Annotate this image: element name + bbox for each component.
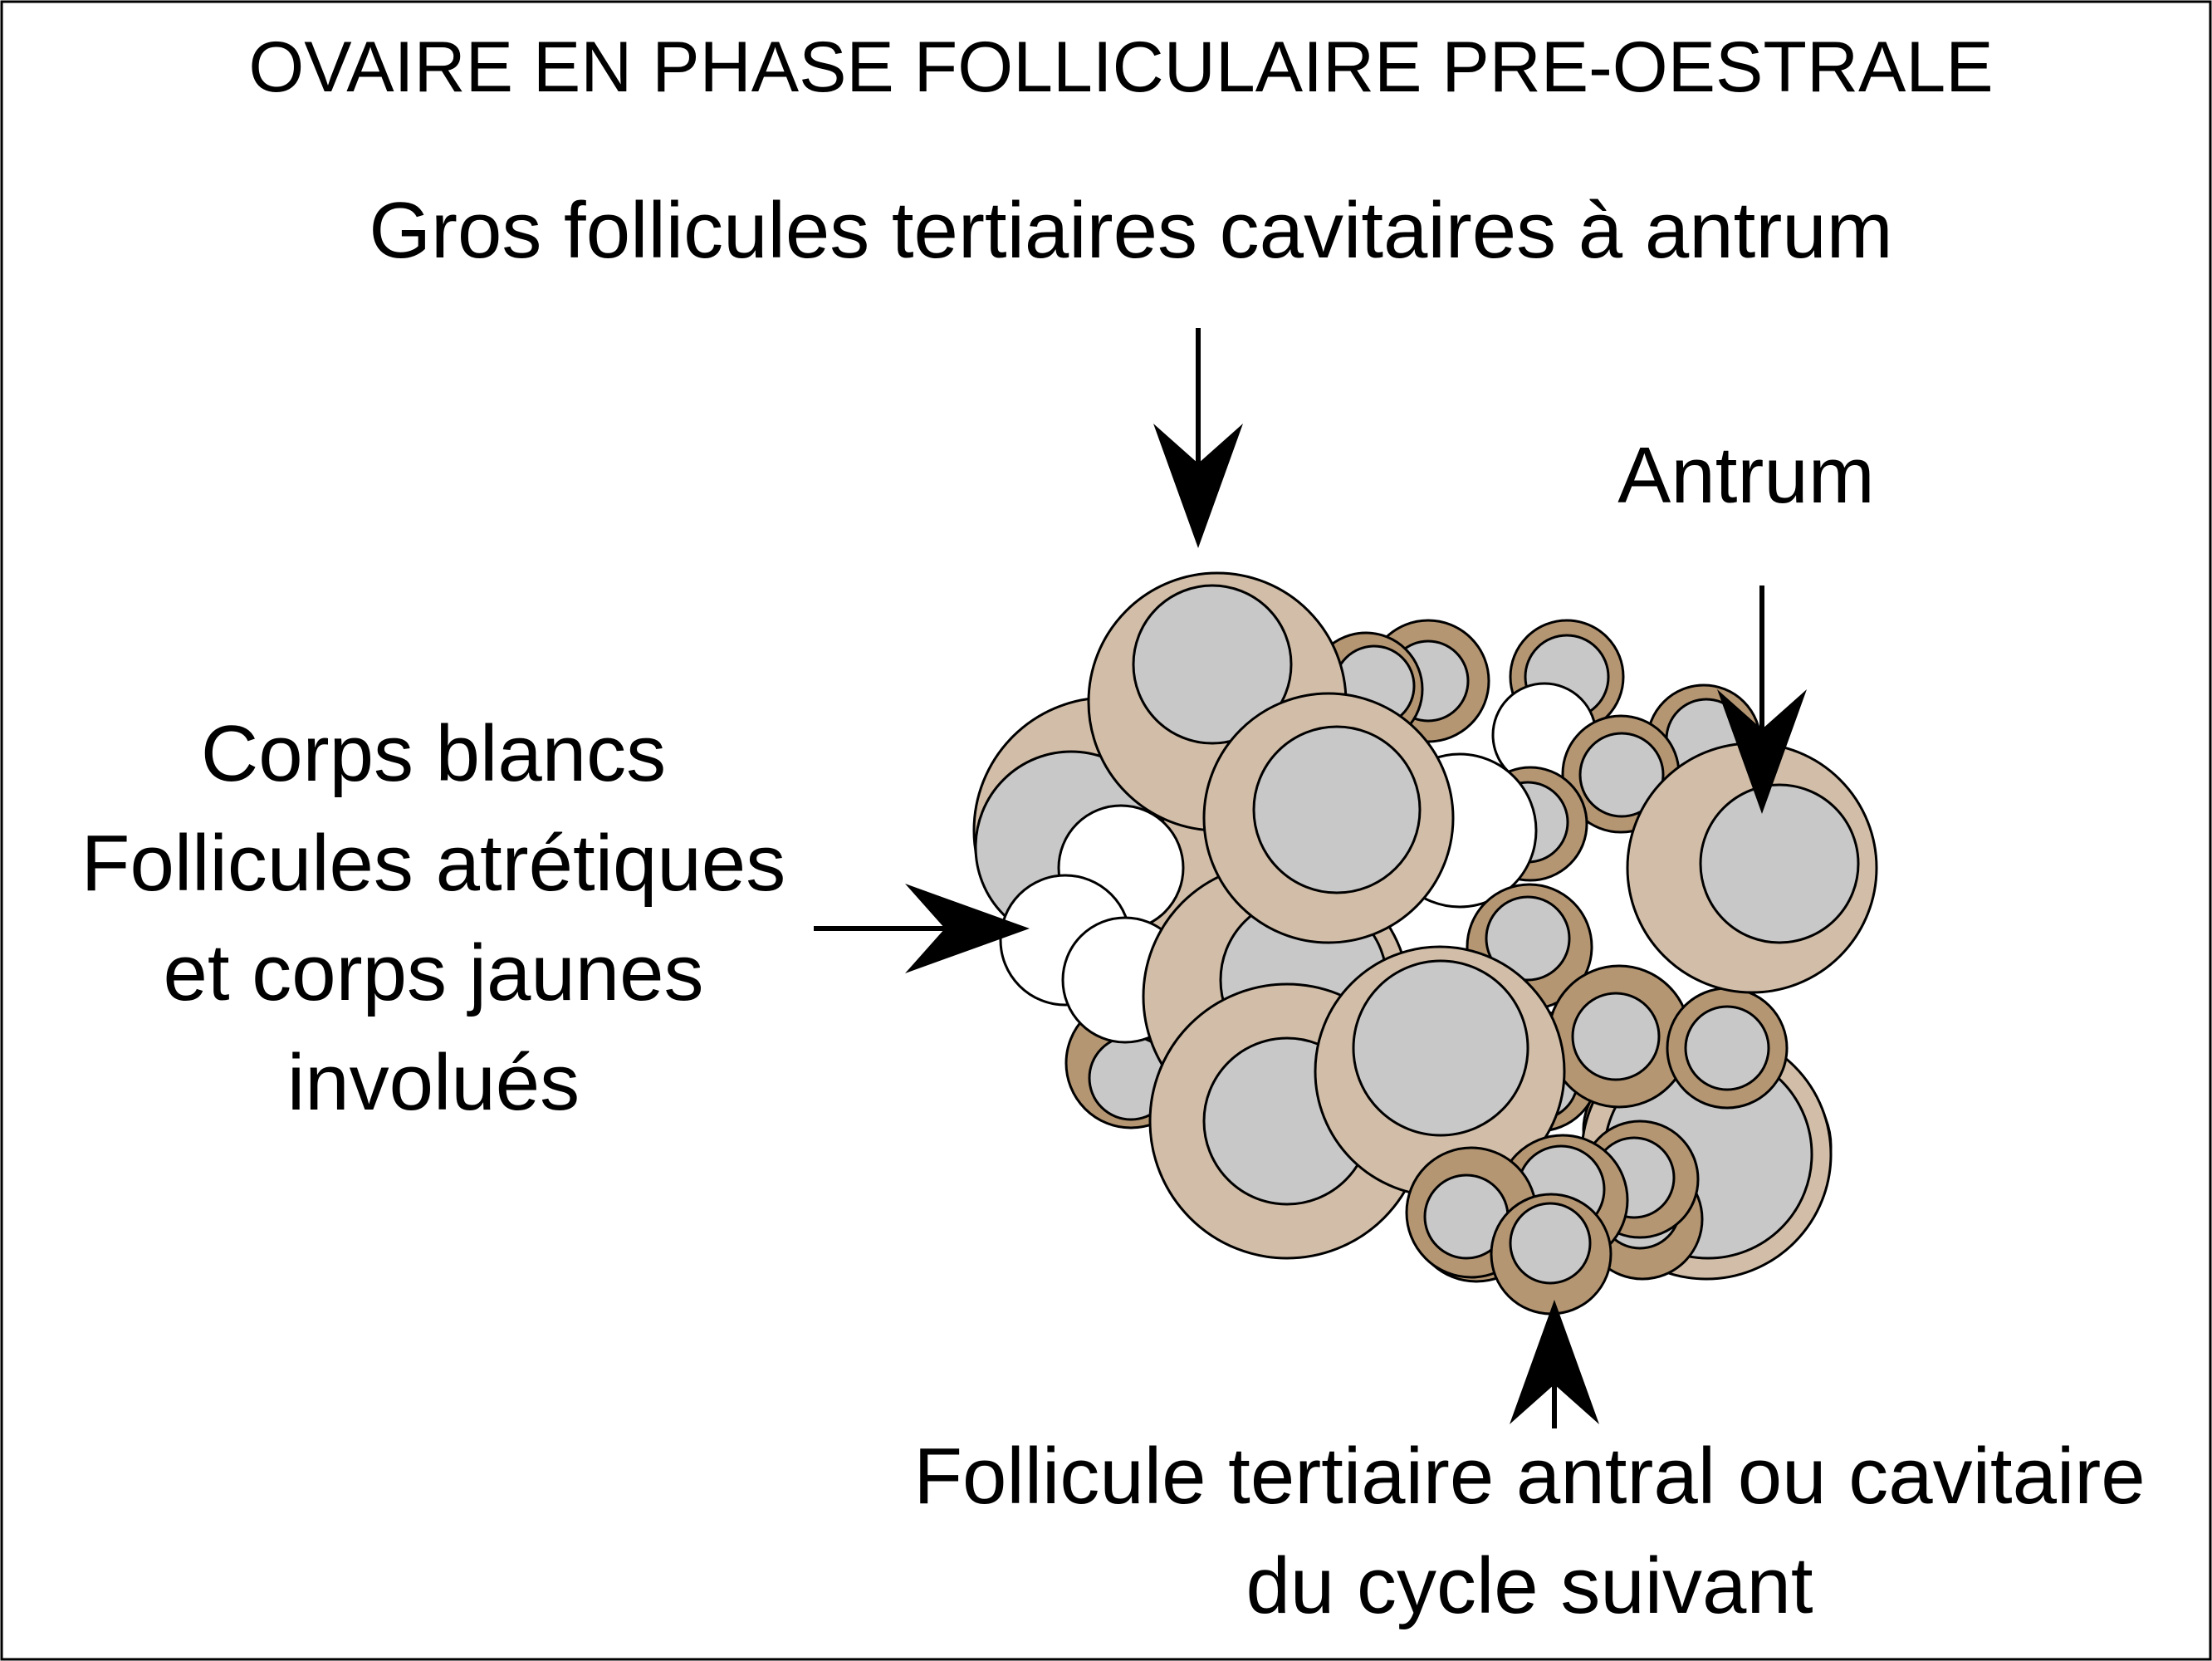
label-white-bodies-line-3: et corps jaunes (163, 928, 703, 1017)
follicle-antrum (1571, 992, 1661, 1081)
follicle-antrum (1132, 584, 1293, 745)
ovary-illustration (972, 571, 1878, 1316)
follicle-antrum (1252, 725, 1422, 894)
follicle-antrum (1684, 1005, 1770, 1091)
small-follicle (1666, 987, 1789, 1110)
small-follicle (1547, 964, 1691, 1109)
label-white-bodies-line-2: Follicules atrétiques (81, 819, 785, 908)
arrow-large-follicles (1153, 328, 1243, 548)
arrow-head (905, 884, 1030, 973)
pointer-arrows (814, 328, 1807, 1428)
arrow-head (1510, 1300, 1599, 1424)
label-white-bodies-line-4: involués (287, 1038, 580, 1127)
follicle-antrum (1699, 783, 1860, 944)
small-follicle (1490, 1193, 1613, 1316)
arrow-white-bodies (814, 884, 1030, 973)
follicle-antrum (1509, 1202, 1592, 1285)
arrow-next-cycle (1510, 1300, 1599, 1428)
follicle-antrum (1485, 895, 1571, 982)
arrow-head (1153, 424, 1243, 548)
label-next-cycle-line-1: Follicule tertiaire antral ou cavitaire (913, 1432, 2145, 1521)
label-antrum: Antrum (1617, 431, 1874, 520)
large-follicle (1202, 692, 1455, 944)
follicle-antrum (1578, 732, 1665, 818)
large-follicle (1626, 742, 1878, 994)
label-next-cycle-line-2: du cycle suivant (1245, 1541, 1813, 1630)
diagram-title: OVAIRE EN PHASE FOLLICULAIRE PRE-OESTRAL… (248, 27, 1993, 107)
arrow-antrum (1717, 586, 1807, 814)
arrow-head (1717, 689, 1807, 814)
large-follicle (1314, 945, 1566, 1198)
label-large-follicles: Gros follicules tertiaires cavitaires à … (369, 186, 1892, 275)
label-white-bodies-line-1: Corps blancs (201, 709, 666, 798)
follicle-antrum (1352, 959, 1529, 1137)
